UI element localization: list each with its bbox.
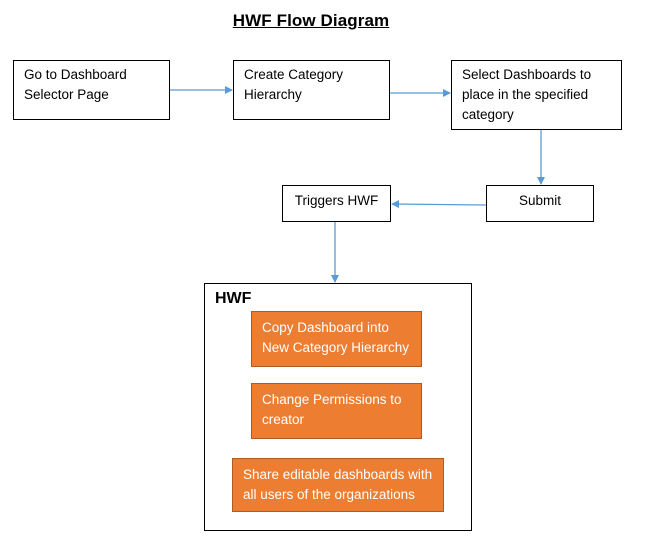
node-select-dashboards: Select Dashboards to place in the specif… (451, 60, 622, 130)
node-triggers-hwf: Triggers HWF (282, 185, 391, 222)
node-create-category-hierarchy: Create Category Hierarchy (233, 60, 390, 120)
hwf-step-share-dashboards: Share editable dashboards with all users… (232, 458, 444, 512)
hwf-label: HWF (215, 290, 252, 307)
node-submit: Submit (486, 185, 594, 222)
hwf-step-copy-dashboard: Copy Dashboard into New Category Hierarc… (251, 311, 422, 367)
diagram-title: HWF Flow Diagram (232, 11, 390, 30)
hwf-container: HWF Copy Dashboard into New Category Hie… (204, 283, 472, 531)
hwf-step-change-permissions: Change Permissions to creator (251, 383, 422, 439)
node-go-to-dashboard-selector: Go to Dashboard Selector Page (13, 60, 170, 120)
arrow-submit-to-triggers (391, 200, 487, 209)
